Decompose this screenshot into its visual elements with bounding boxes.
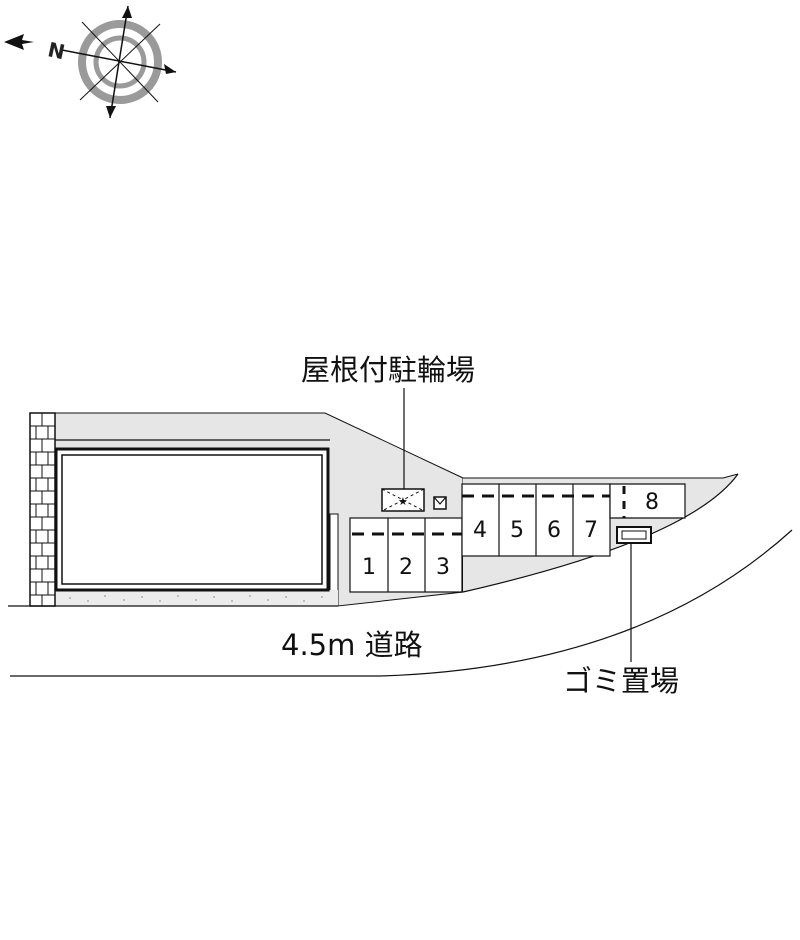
building	[54, 439, 330, 592]
garbage-station-icon	[616, 526, 652, 544]
planting-strip-dots	[69, 595, 323, 602]
mailbox-icon	[433, 496, 447, 510]
garbage-label: ゴミ置場	[563, 664, 679, 698]
parking-space-7: 7	[584, 518, 598, 543]
parking-space-4: 4	[473, 518, 487, 543]
parking-space-2: 2	[399, 555, 413, 580]
parking-space-5: 5	[510, 518, 524, 543]
parking-row-1-3	[349, 517, 463, 593]
parking-row-4-7	[461, 483, 611, 557]
parking-space-6: 6	[547, 518, 561, 543]
road-edge-south	[10, 529, 793, 677]
north-label: N	[46, 37, 67, 64]
bike-shelter-icon: ★	[381, 488, 425, 512]
brick-wall	[29, 412, 56, 607]
bike-parking-label: 屋根付駐輪場	[301, 353, 475, 387]
parking-space-1: 1	[362, 555, 376, 580]
road-label: 4.5m 道路	[281, 628, 423, 662]
parking-space-8: 8	[645, 490, 659, 515]
parking-row-8	[609, 483, 686, 519]
svg-text:★: ★	[398, 495, 408, 508]
compass-rose-icon: N	[4, 5, 177, 119]
parking-space-3: 3	[436, 555, 450, 580]
planting-strip	[55, 590, 338, 606]
